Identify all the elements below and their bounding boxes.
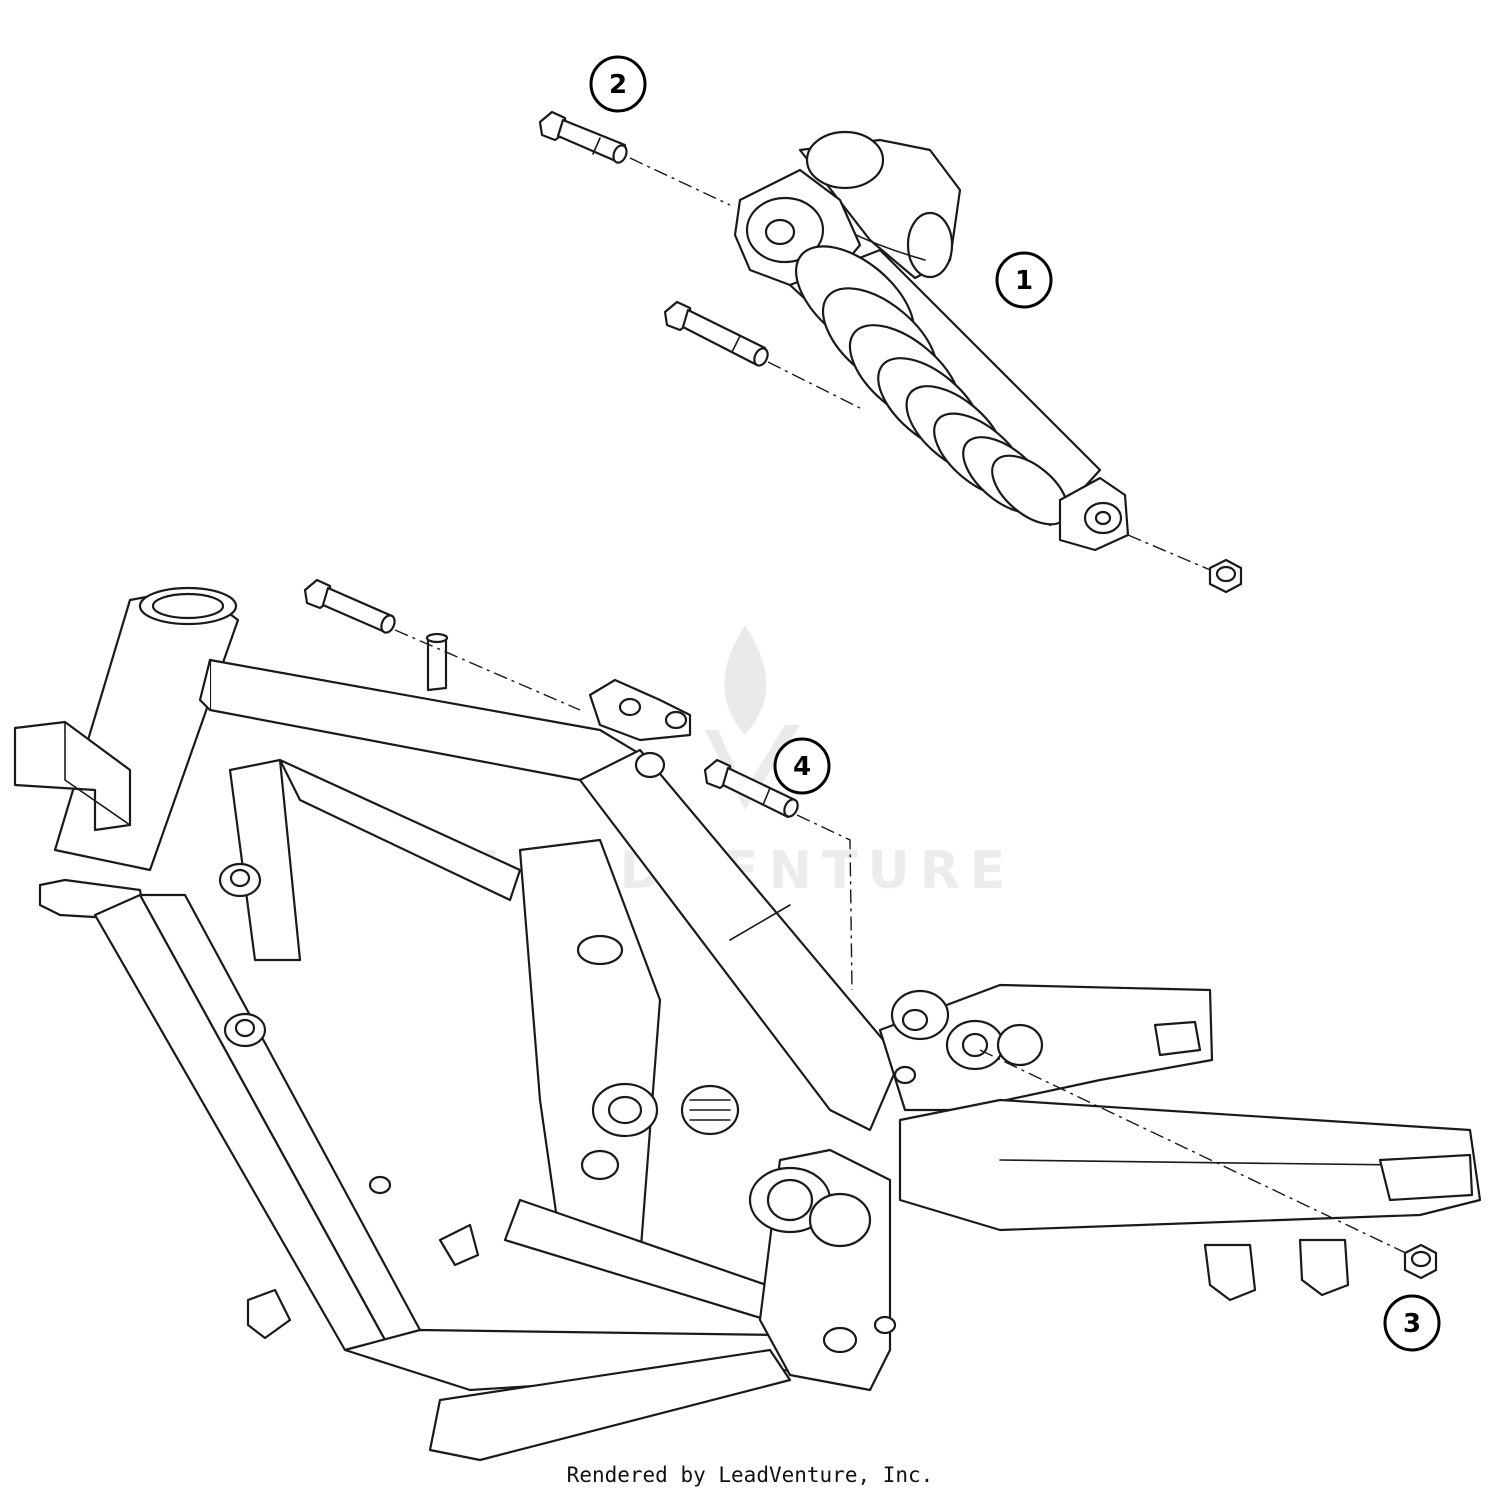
leader-line-bottom-nut [1127,534,1216,573]
callout-2: 2 [589,55,647,113]
callout-1: 1 [995,251,1053,309]
frame-mount-bolt[interactable] [703,758,800,819]
shock-absorber[interactable] [733,130,1130,552]
leader-line-4 [796,814,853,991]
callout-1-label: 1 [1015,266,1033,296]
leader-line-2 [629,157,731,206]
leader-line-frame-bolt [394,629,581,711]
shock-lower-bolt[interactable] [663,300,770,368]
callout-2-label: 2 [609,70,627,100]
watermark-logo [705,625,800,810]
frame-top-bolt[interactable] [303,578,397,635]
callout-4: 4 [773,737,831,795]
footer-credit: Rendered by LeadVenture, Inc. [566,1463,934,1487]
motorcycle-frame [13,586,902,1462]
callout-3: 3 [1383,1294,1441,1352]
swing-arm [878,983,1482,1302]
nut[interactable] [1403,1243,1438,1280]
shock-bottom-nut[interactable] [1208,558,1243,594]
callout-3-label: 3 [1403,1309,1421,1339]
callout-4-label: 4 [793,752,811,782]
top-mount-bolt[interactable] [538,110,629,165]
leader-line-shock-bolt [767,361,861,409]
